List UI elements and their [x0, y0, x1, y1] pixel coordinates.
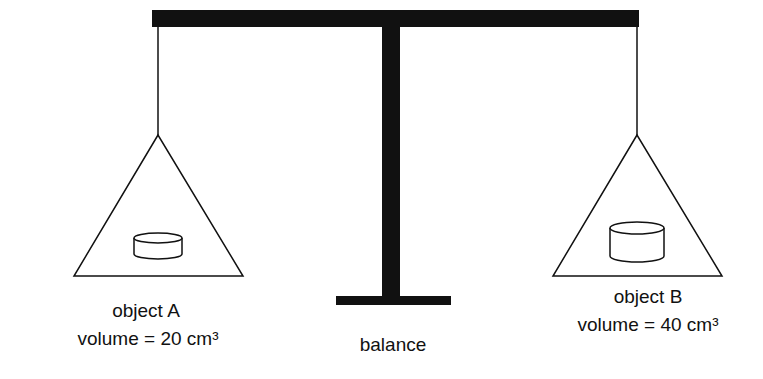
balance-post — [382, 27, 400, 299]
volume-label: volume = 40 cm³ — [578, 314, 719, 336]
pan-string — [636, 27, 638, 135]
object-name: object A — [112, 300, 180, 322]
left-pan — [74, 135, 243, 276]
object-b-cylinder — [610, 222, 664, 262]
balance-base — [336, 296, 451, 305]
object-a-cylinder — [134, 233, 182, 259]
right-pan — [553, 135, 722, 276]
pan-string — [157, 27, 159, 135]
volume-label: volume = 20 cm³ — [78, 328, 219, 350]
object-name: object B — [614, 286, 683, 308]
device-name: balance — [360, 334, 427, 356]
balance-beam — [152, 10, 639, 27]
